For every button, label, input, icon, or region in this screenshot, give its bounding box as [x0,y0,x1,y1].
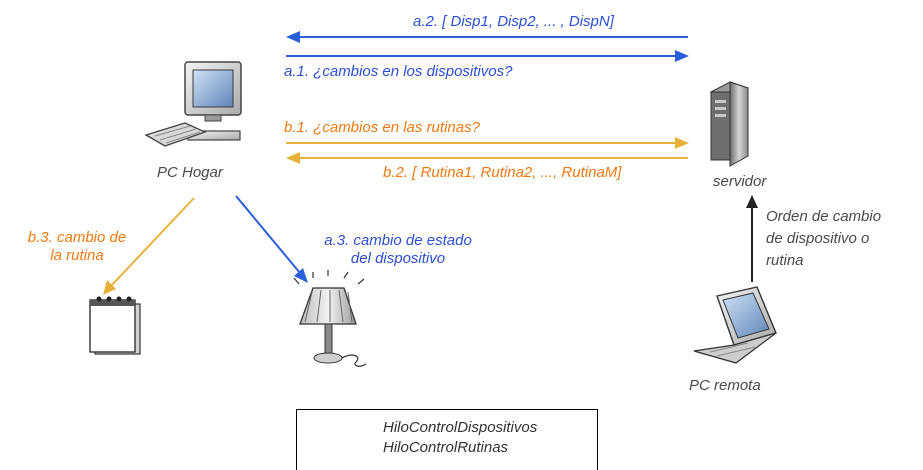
message-orden-line3: rutina [766,252,804,269]
message-a2: a.2. [ Disp1, Disp2, ... , DispN] [413,13,614,30]
lamp-icon [293,270,367,367]
message-a3-line2: del dispositivo [350,250,446,267]
legend: HiloControlDispositivos HiloControlRutin… [296,409,598,470]
arrow-b2 [286,152,688,164]
message-a3: a.3. cambio de estado del dispositivo [297,232,499,268]
desktop-computer-icon [144,61,242,147]
server-tower-icon [709,81,750,167]
message-b2: b.2. [ Rutina1, Rutina2, ..., RutinaM] [383,164,622,181]
message-a3-line1: a.3. cambio de estado [324,232,472,249]
message-a1: a.1. ¿cambios en los dispositivos? [284,63,513,80]
legend-label-rutinas: HiloControlRutinas [383,439,509,456]
notepad-icon [89,296,141,355]
legend-item-dispositivos: HiloControlDispositivos [297,418,597,438]
arrow-b1 [286,137,689,149]
message-b3-line1: b.3. cambio de [27,229,127,246]
message-b3-line2: la rutina [50,247,104,264]
arrow-orden [746,195,758,282]
arrow-a2 [286,31,688,43]
message-b1: b.1. ¿cambios en las rutinas? [284,119,480,136]
laptop-icon [693,286,777,364]
message-orden: Orden de cambio de dispositivo o rutina [766,206,881,272]
message-b3: b.3. cambio de la rutina [12,229,142,265]
node-label-pc-hogar: PC Hogar [157,164,223,181]
message-orden-line2: de dispositivo o [766,230,870,247]
arrow-a1 [286,50,689,62]
arrow-a3 [235,195,308,283]
node-label-servidor: servidor [713,173,767,190]
legend-item-rutinas: HiloControlRutinas [297,438,597,458]
arrow-b3 [103,197,195,295]
message-orden-line1: Orden de cambio [766,208,882,225]
node-label-pc-remota: PC remota [689,377,761,394]
legend-label-dispositivos: HiloControlDispositivos [383,419,538,436]
